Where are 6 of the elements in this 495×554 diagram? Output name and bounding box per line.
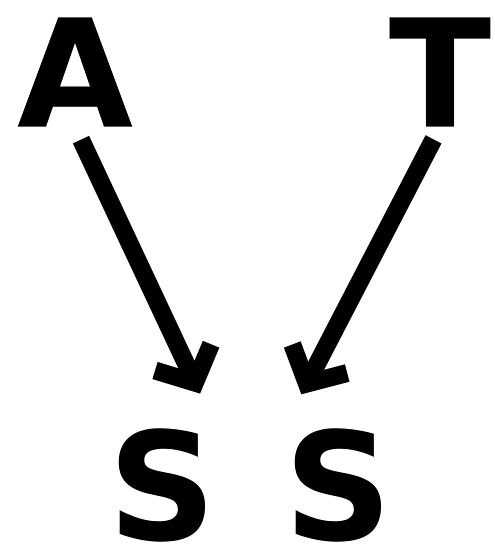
letter: A [18, 17, 132, 127]
letter: T [390, 17, 490, 127]
arrow [284, 135, 442, 394]
letter: S [294, 428, 382, 542]
letter: S [118, 428, 206, 542]
arrow [72, 136, 220, 394]
